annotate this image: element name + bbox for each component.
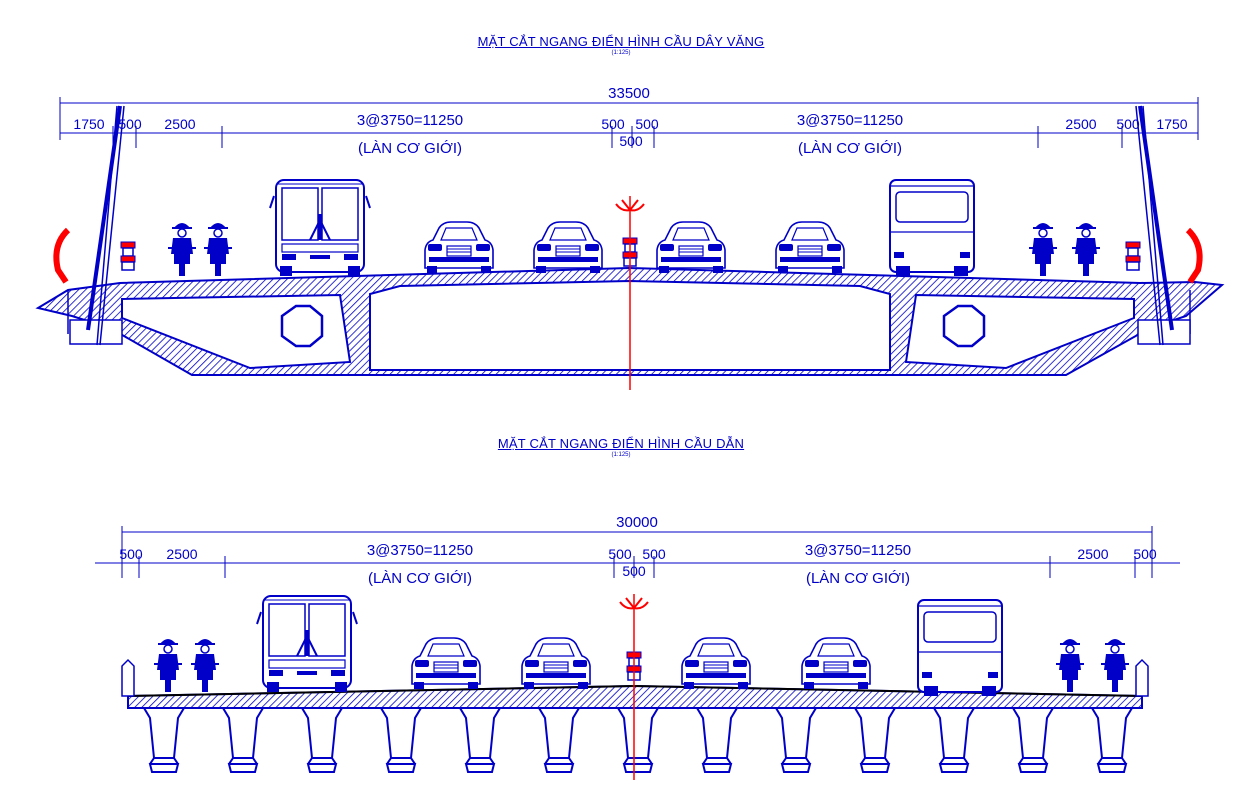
section1-title-block: MẶT CẮT NGANG ĐIỂN HÌNH CẦU DÂY VĂNG (1:… bbox=[0, 34, 1242, 56]
s1-dim-right-outer: 1750 bbox=[1156, 116, 1187, 132]
s1-left-railing bbox=[53, 227, 71, 284]
s2-dim-right-2500: 2500 bbox=[1077, 546, 1108, 562]
s2-rider-2 bbox=[190, 638, 220, 693]
s2-car-3 bbox=[681, 637, 751, 690]
s2-rider-1 bbox=[153, 638, 183, 693]
s1-car-1 bbox=[424, 221, 494, 274]
s2-dim-overall: 30000 bbox=[616, 514, 658, 531]
s2-rider-4 bbox=[1100, 638, 1130, 693]
s2-dim-left-lanes-note: (LÀN CƠ GIỚI) bbox=[368, 570, 472, 587]
s1-dim-right-2500: 2500 bbox=[1065, 116, 1096, 132]
s1-car-4 bbox=[775, 221, 845, 274]
s1-dim-right-lanes: 3@3750=11250 bbox=[797, 112, 903, 129]
s1-dim-median-center: 500 bbox=[619, 133, 643, 149]
section2-scale: (1:125) bbox=[611, 452, 631, 458]
section1-title: MẶT CẮT NGANG ĐIỂN HÌNH CẦU DÂY VĂNG bbox=[477, 34, 765, 49]
section1-scale: (1:125) bbox=[611, 50, 631, 56]
s2-dim-right-500: 500 bbox=[1133, 546, 1157, 562]
s2-dim-median-right: 500 bbox=[642, 546, 666, 562]
section2-deck-slab bbox=[121, 658, 1149, 709]
s1-right-railing bbox=[1185, 227, 1203, 284]
section2-title: MẶT CẮT NGANG ĐIỂN HÌNH CẦU DẪN bbox=[497, 436, 745, 451]
section2-title-block: MẶT CẮT NGANG ĐIỂN HÌNH CẦU DẪN (1:125) bbox=[0, 436, 1242, 458]
section2-dimensions bbox=[95, 526, 1180, 578]
s1-dim-right-500: 500 bbox=[1116, 116, 1140, 132]
s1-dim-left-outer: 1750 bbox=[73, 116, 104, 132]
s2-dim-median-left: 500 bbox=[608, 546, 632, 562]
section2-vehicles bbox=[153, 594, 1130, 697]
s1-bus-2 bbox=[889, 179, 975, 277]
s1-dim-left-lanes-note: (LÀN CƠ GIỚI) bbox=[358, 140, 462, 157]
s2-dim-right-lanes: 3@3750=11250 bbox=[805, 542, 911, 559]
section1-dimension-labels: 33500 1750 500 2500 3@3750=11250 (LÀN CƠ… bbox=[73, 85, 1187, 157]
s2-dim-median-center: 500 bbox=[622, 563, 646, 579]
s1-barrier-left bbox=[120, 241, 136, 271]
section1-stay-cables bbox=[86, 105, 1174, 346]
s2-rider-3 bbox=[1055, 638, 1085, 693]
section2-girders bbox=[143, 707, 1133, 773]
s2-car-2 bbox=[521, 637, 591, 690]
s2-bus-2 bbox=[917, 599, 1003, 697]
s1-rider-3 bbox=[1028, 222, 1058, 277]
s1-dim-overall: 33500 bbox=[608, 85, 650, 102]
s1-dim-left-500: 500 bbox=[118, 116, 142, 132]
s1-barrier-right bbox=[1125, 241, 1141, 271]
s1-rider-4 bbox=[1071, 222, 1101, 277]
s1-dim-median-right: 500 bbox=[635, 116, 659, 132]
s2-car-1 bbox=[411, 637, 481, 690]
s1-car-3 bbox=[656, 221, 726, 274]
s2-dim-left-2500: 2500 bbox=[166, 546, 197, 562]
s2-dim-right-lanes-note: (LÀN CƠ GIỚI) bbox=[806, 570, 910, 587]
section2-dimension-labels: 30000 500 2500 3@3750=11250 (LÀN CƠ GIỚI… bbox=[119, 514, 1157, 587]
s1-rider-2 bbox=[203, 222, 233, 277]
s2-car-4 bbox=[801, 637, 871, 690]
s1-car-2 bbox=[533, 221, 603, 274]
s1-bus-1 bbox=[268, 178, 372, 278]
section1-dimensions bbox=[59, 97, 1199, 148]
s2-bus-1 bbox=[255, 594, 359, 694]
s2-dim-left-lanes: 3@3750=11250 bbox=[367, 542, 473, 559]
s1-dim-left-2500: 2500 bbox=[164, 116, 195, 132]
s1-dim-left-lanes: 3@3750=11250 bbox=[357, 112, 463, 129]
s1-dim-median-left: 500 bbox=[601, 116, 625, 132]
s1-rider-1 bbox=[167, 222, 197, 277]
s1-dim-right-lanes-note: (LÀN CƠ GIỚI) bbox=[798, 140, 902, 157]
s2-dim-left-500: 500 bbox=[119, 546, 143, 562]
